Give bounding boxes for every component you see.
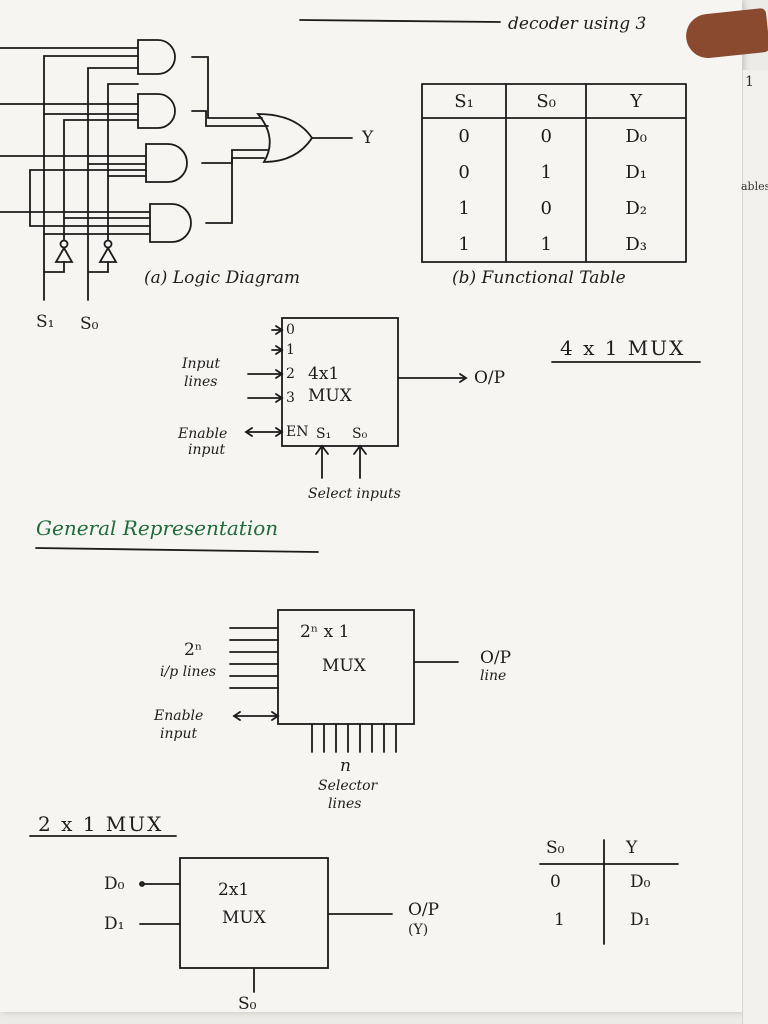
general-box-line2: MUX (322, 656, 366, 676)
mux4-s0: S₀ (352, 426, 368, 442)
mux4-box (281, 317, 399, 447)
mux2-input-d0: D₀ (104, 874, 125, 894)
and-gate-2 (137, 93, 176, 129)
ft-cell: D₂ (625, 197, 647, 219)
ft-cell: 0 (458, 161, 470, 183)
mux2-output-1: O/P (408, 900, 440, 920)
t2-cell: D₀ (630, 872, 651, 892)
not-gate-1 (54, 246, 74, 263)
general-selector-label-3: lines (328, 796, 362, 812)
mux4-enable-label-1: Enable (178, 426, 228, 442)
not-gate-2 (98, 246, 118, 263)
mux4-s1: S₁ (316, 426, 332, 442)
t2-header-s0: S₀ (546, 838, 565, 858)
mux4-input-0: 0 (286, 322, 295, 338)
and-gate-1 (137, 39, 176, 75)
general-heading: General Representation (36, 516, 279, 540)
ft-cell: 0 (458, 125, 470, 147)
ft-header-s0: S₀ (536, 90, 556, 112)
mux2-input-d1: D₁ (104, 914, 125, 934)
mux-general-box (277, 609, 415, 725)
general-output-label-1: O/P (480, 648, 512, 668)
ft-cell: 1 (458, 197, 470, 219)
mux4-input-label-2: lines (184, 374, 218, 390)
general-output-label-2: line (480, 668, 507, 684)
ft-cell: D₁ (625, 161, 647, 183)
mux2-heading: 2 x 1 MUX (38, 812, 164, 836)
general-enable-label-1: Enable (154, 708, 204, 724)
page-header-text: decoder using 3 (508, 14, 647, 34)
mux4-title-1: 4x1 (308, 364, 340, 384)
t2-cell: 0 (550, 872, 561, 892)
general-selector-label-2: Selector (318, 778, 378, 794)
mux2-select-s0: S₀ (238, 994, 257, 1014)
mux4-enable-label-2: input (188, 442, 226, 458)
mux4-heading: 4 x 1 MUX (560, 336, 686, 360)
notebook-page (0, 0, 742, 1012)
mux2-output-2: (Y) (408, 922, 429, 938)
and-gate-3 (145, 143, 188, 183)
t2-cell: 1 (554, 910, 565, 930)
ft-cell: D₃ (625, 233, 647, 255)
logic-diagram-caption: (a) Logic Diagram (144, 268, 301, 288)
mux4-input-1: 1 (286, 342, 295, 358)
ft-cell: 0 (540, 125, 552, 147)
or-gate (256, 113, 314, 163)
mux4-en: EN (286, 424, 309, 440)
ft-cell: 1 (540, 233, 552, 255)
general-enable-label-2: input (160, 726, 198, 742)
t2-cell: D₁ (630, 910, 651, 930)
next-page-edge: ables 1 (741, 70, 768, 1024)
general-selector-label-1: n (340, 756, 351, 776)
logic-output-label: Y (362, 128, 374, 148)
mux2-box-line1: 2x1 (218, 880, 250, 900)
ft-header-s1: S₁ (454, 90, 474, 112)
margin-text-ables: ables (741, 180, 768, 193)
logic-select-s1: S₁ (36, 312, 55, 332)
ft-cell: 0 (540, 197, 552, 219)
mux4-output-label: O/P (474, 368, 506, 388)
mux4-input-2: 2 (286, 366, 295, 382)
mux4-input-label-1: Input (182, 356, 221, 372)
mux4-input-3: 3 (286, 390, 295, 406)
ft-cell: D₀ (625, 125, 647, 147)
functional-table: S₁ S₀ Y 0 0 D₀ 0 1 D₁ 1 0 D₂ 1 1 D₃ (422, 84, 686, 262)
and-gate-4 (149, 203, 192, 243)
ft-cell: 1 (540, 161, 552, 183)
mux4-title-2: MUX (308, 386, 352, 406)
general-inputs-label-1: 2ⁿ (184, 640, 203, 660)
functional-table-caption: (b) Functional Table (452, 268, 626, 288)
general-box-line1: 2ⁿ x 1 (300, 622, 350, 642)
general-inputs-label-2: i/p lines (160, 664, 217, 680)
margin-text-1: 1 (745, 74, 754, 90)
t2-header-y: Y (626, 838, 638, 858)
logic-select-s0: S₀ (80, 314, 99, 334)
ft-cell: 1 (458, 233, 470, 255)
mux2-box-line2: MUX (222, 908, 266, 928)
ft-header-y: Y (630, 90, 643, 112)
mux4-select-label: Select inputs (308, 486, 401, 502)
